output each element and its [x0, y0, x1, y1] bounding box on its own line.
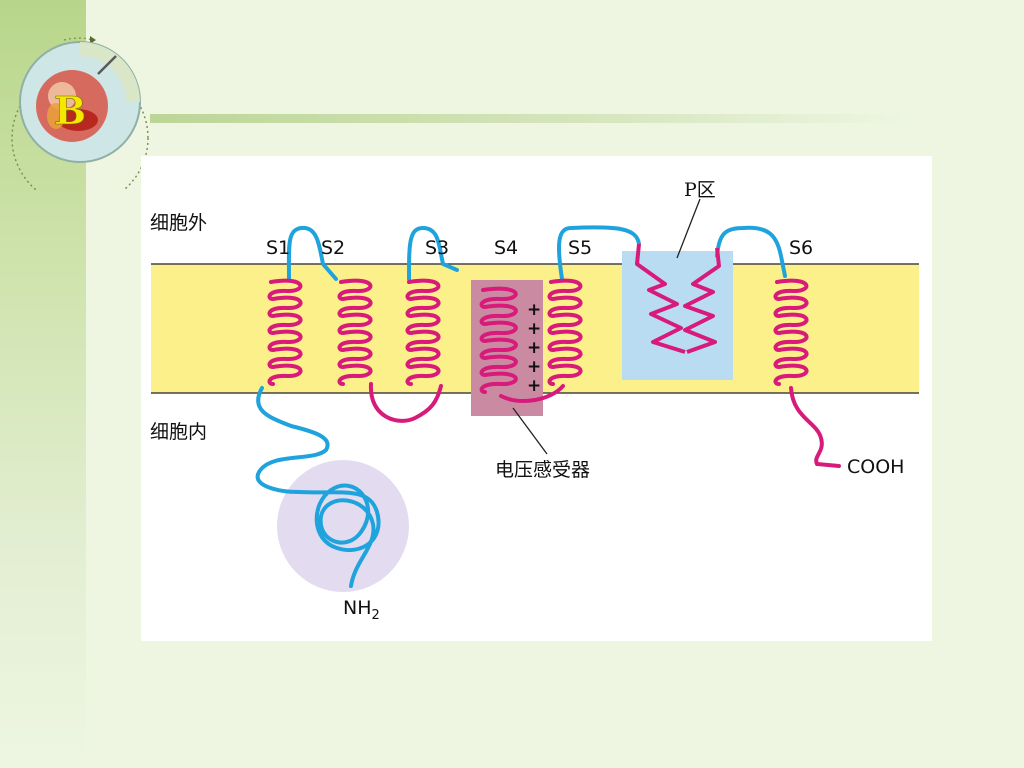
segment-label-s1: S1 [266, 237, 290, 259]
n-terminal-chain [255, 386, 381, 588]
helix-group [267, 278, 809, 394]
emblem-arc [63, 37, 93, 41]
charge-plus-1: + [527, 300, 541, 320]
charge-plus-2: + [527, 319, 541, 339]
helix-s1 [267, 278, 303, 386]
p-region-box [622, 251, 733, 380]
segment-label-s6: S6 [789, 237, 813, 259]
n-terminus-subscript: 2 [372, 608, 380, 623]
loop-s1-s2 [286, 225, 338, 281]
loop-s5-p [557, 225, 641, 281]
channel-diagram: +++++ S1 S2 S3 S4 S5 S6 细胞外 细胞内 P区 电压感受器… [150, 179, 919, 623]
loop-p-s6 [715, 225, 787, 278]
charge-plus-4: + [527, 357, 541, 377]
emblem-probe [97, 55, 117, 75]
loop-s4-s5 [499, 384, 565, 403]
c-terminal-chain [789, 386, 841, 468]
sensor-charges: +++++ [527, 300, 541, 396]
n-terminus-main: NH [343, 597, 372, 619]
helix-s6 [773, 278, 809, 386]
charge-plus-5: + [527, 376, 541, 396]
ion-channel-figure: +++++ S1 S2 S3 S4 S5 S6 细胞外 细胞内 P区 电压感受器… [141, 156, 932, 641]
helix-s4 [479, 286, 518, 394]
c-terminus-label: COOH [847, 456, 904, 478]
n-terminal-domain [277, 460, 409, 592]
emblem-highlight-sector [80, 42, 140, 102]
segment-label-s4: S4 [494, 237, 518, 259]
badge-letter: B [54, 88, 86, 133]
emblem-dotted-ring [11, 69, 149, 190]
intracellular-label: 细胞内 [150, 421, 207, 443]
p-region-label: P区 [684, 179, 716, 201]
emblem-arrow-icon [90, 36, 96, 44]
segment-label-s5: S5 [568, 237, 592, 259]
helix-s2 [337, 278, 373, 386]
title-rule [150, 114, 910, 123]
extracellular-label: 细胞外 [150, 212, 207, 234]
n-terminus-label: NH2 [343, 597, 380, 623]
segment-label-s2: S2 [321, 237, 345, 259]
loop-s3-s4 [407, 225, 459, 281]
p-loop-left [635, 243, 686, 354]
loop-s2-s3 [368, 382, 443, 423]
charge-plus-3: + [527, 338, 541, 358]
voltage-sensor-label: 电压感受器 [495, 459, 590, 481]
slide-badge-emblem: B [11, 36, 149, 190]
segment-label-s3: S3 [425, 237, 449, 259]
p-region-leader [676, 198, 701, 259]
helix-s5 [547, 278, 583, 386]
p-loop-right [683, 247, 721, 354]
voltage-sensor-leader [512, 407, 548, 455]
helix-s3 [405, 278, 441, 386]
